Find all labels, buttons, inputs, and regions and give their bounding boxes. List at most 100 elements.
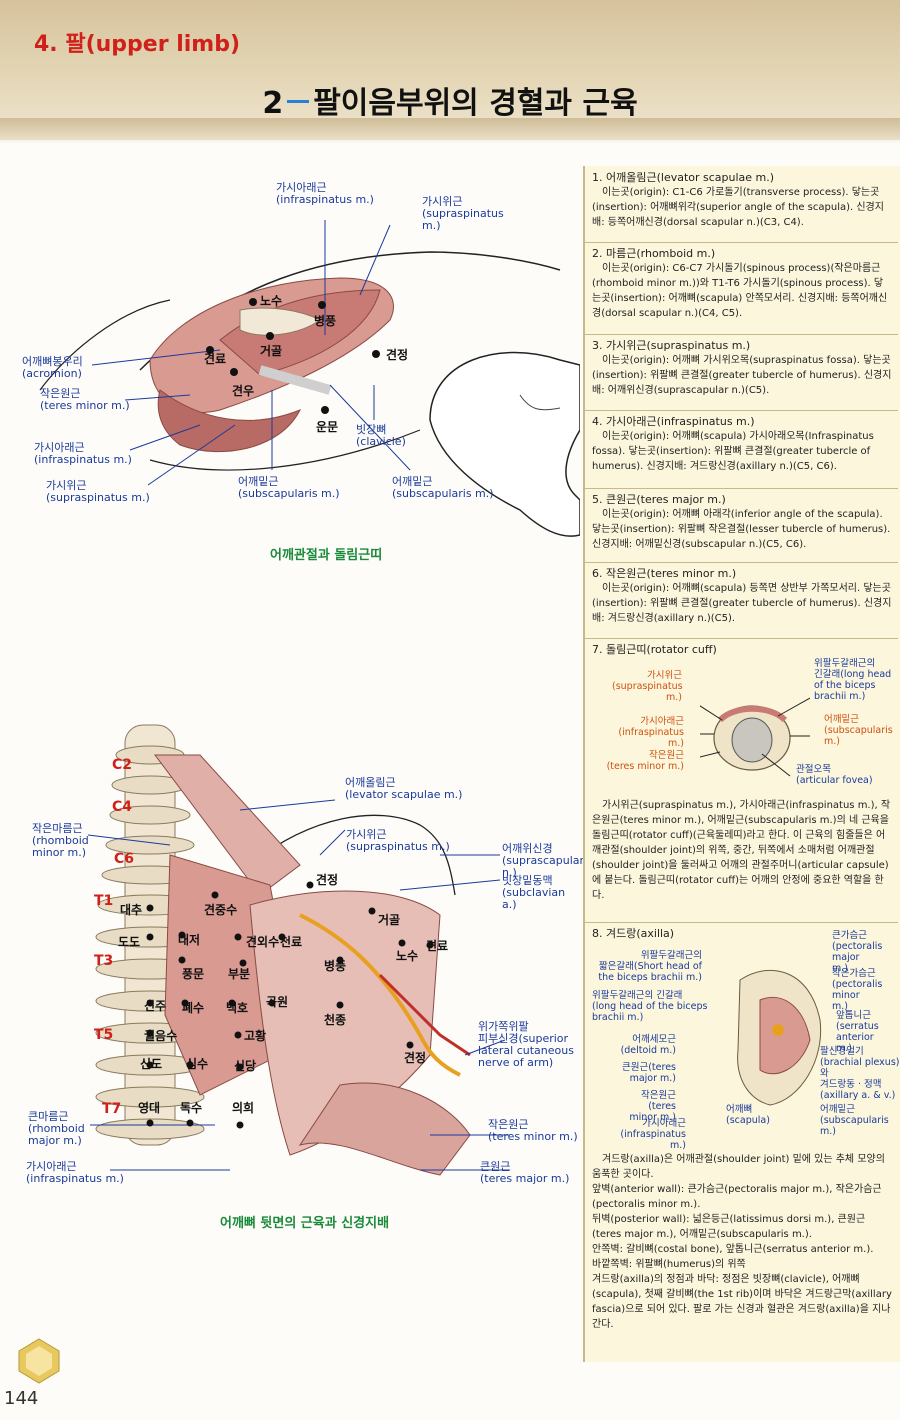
label-acromion: 어깨뼈봉우리 (acromion) (22, 355, 83, 380)
label-levator: 어깨올림근 (levator scapulae m.) (345, 776, 463, 801)
ax-label-biceps-short: 위팔두갈래근의 짧은갈래(Short head of the biceps br… (598, 950, 702, 983)
arrow-subclavian (399, 879, 501, 891)
vertebra-label-t7: T7 (102, 1101, 122, 1117)
cuff-tendon (717, 705, 788, 723)
chapter-heading: 4. 팔(upper limb) (34, 32, 241, 57)
arrow-infraspinatus-left (129, 424, 201, 451)
section-2-heading: 2. 마름근(rhomboid m.) (592, 247, 716, 260)
point-unmun (321, 406, 329, 414)
vertebra-label-c4: C4 (112, 799, 133, 815)
vertebra-label-c6: C6 (114, 851, 135, 867)
label-teres-minor: 작은원근 (teres minor m.) (488, 1118, 578, 1143)
ax-label-teres-major: 큰원근(teres major m.) (622, 1062, 676, 1084)
teres-major-shape (298, 1082, 471, 1176)
header-banner (0, 0, 900, 140)
arrow-rhomboid-minor (87, 834, 171, 846)
label-lateral-cutaneous: 위가쪽위팔 피부신경(superior lateral cutaneous ne… (478, 1020, 574, 1069)
articular-fovea-shape (731, 717, 773, 763)
label-suprascapular: 어깨위신경 (suprascapular n.) (502, 842, 585, 879)
arrow-supraspinatus (319, 829, 346, 856)
figure2-caption: 어깨뼈 뒷면의 근육과 신경지배 (220, 1216, 390, 1231)
point-label-gyeonjeong-top: 견정 (316, 873, 339, 887)
section-8-text: 겨드랑(axilla)은 어깨관절(shoulder joint) 밑에 있는 … (584, 1152, 898, 1358)
vertebra-label-t5: T5 (94, 1027, 114, 1043)
ax-label-biceps-long: 위팔두갈래근의 긴갈래 (long head of the biceps bra… (592, 990, 708, 1023)
rc-label-biceps: 위팔두갈래근의 긴갈래(long head of the biceps brac… (814, 658, 892, 702)
section-1: 1. 어깨올림근(levator scapulae m.) 이는곳(origin… (584, 170, 898, 243)
arrow-supraspinatus-top (359, 224, 391, 296)
label-infraspinatus-left: 가시아래근 (infraspinatus m.) (34, 441, 132, 466)
acromion-bone (239, 307, 321, 336)
point-byeongpung (318, 301, 326, 309)
ax-label-deltoid: 어깨세모근 (deltoid m.) (620, 1034, 676, 1056)
point-label-gyeonjeong: 견정 (386, 348, 409, 362)
label-teres-minor: 작은원근 (teres minor m.) (40, 387, 130, 412)
subclavian-artery (378, 973, 471, 1057)
point-label-gyeonoesu: 견외수 (246, 935, 280, 949)
section-5-body: 이는곳(origin): 어깨뼈 아래각(inferior angle of t… (592, 509, 891, 550)
point-gyeonryo (206, 346, 214, 354)
axillary-vessels (772, 1024, 784, 1036)
section-4: 4. 가시아래근(infraspinatus m.) 이는곳(origin): … (584, 414, 898, 489)
section-8-heading: 8. 겨드랑(axilla) (592, 927, 675, 940)
point-label-byeongpung: 병풍 (314, 314, 337, 328)
vertebra-label-c2: C2 (112, 757, 133, 773)
arrow-rc-biceps (777, 697, 810, 717)
ax-label-serratus: 앞톱니근 (serratus anterior m.) (836, 1010, 879, 1054)
point-label-gohwang: 고황 (244, 1029, 267, 1043)
label-supraspinatus-top: 가시위근 (supraspinatus m.) (422, 195, 504, 232)
scapula-illustration (87, 724, 510, 1176)
arrow-rc-supra (700, 705, 723, 721)
point-label-daechu: 대추 (120, 903, 143, 917)
ax-label-plexus: 팔신경얼기 (brachial plexus)와 겨드랑동 · 정맥 (axil… (820, 1046, 900, 1101)
point-label-geogol: 거골 (260, 344, 283, 358)
point-label-cheonryo: 천료 (280, 935, 303, 949)
header-torn-edge (0, 118, 900, 144)
point-label-gyeonjeong-low: 견정 (404, 1051, 427, 1065)
shoulder-illustration (39, 220, 580, 537)
label-clavicle: 빗장뼈 (clavicle) (356, 423, 406, 448)
title-number: 2 (262, 86, 284, 121)
section-8: 8. 겨드랑(axilla) (584, 926, 898, 1362)
figure1-caption: 어깨관절과 돌림근띠 (270, 548, 383, 563)
arrow-rc-teres (700, 751, 721, 758)
section-6: 6. 작은원근(teres minor m.) 이는곳(origin): 어깨뼈… (584, 566, 898, 639)
point-label-nosu: 노수 (396, 949, 419, 963)
point-label-pyesu: 폐수 (182, 1001, 205, 1015)
section-1-body: 이는곳(origin): C1-C6 가로돌기(transverse proce… (592, 187, 884, 228)
section-3: 3. 가시위근(supraspinatus m.) 이는곳(origin): 어… (584, 338, 898, 411)
point-label-sindo: 신도 (140, 1057, 163, 1071)
shoulder-contour (249, 814, 456, 896)
ax-label-teres-minor: 작은원근(teres minor m.) (629, 1090, 676, 1123)
section-3-body: 이는곳(origin): 어깨뼈 가시위오목(supraspinatus fos… (592, 355, 892, 396)
axilla-wall-anterior: 앞벽(anterior wall): 큰가슴근(pectoralis major… (592, 1184, 882, 1210)
section-3-heading: 3. 가시위근(supraspinatus m.) (592, 339, 751, 352)
point-label-gyeonu: 견우 (232, 384, 255, 398)
chest-contour (149, 429, 421, 471)
point-label-uihui: 의희 (232, 1101, 255, 1115)
acupoint-dots (146, 881, 434, 1129)
axilla-wall-lateral: 바깥쪽벽: 위팔뼈(humerus)의 위쪽 (592, 1259, 746, 1270)
ax-label-infra: 가시아래근 (infraspinatus m.) (620, 1118, 686, 1151)
section-6-body: 이는곳(origin): 어깨뼈(scapula) 등쪽면 상반부 가쪽모서리.… (592, 583, 892, 624)
label-supraspinatus-left: 가시위근 (supraspinatus m.) (46, 479, 150, 504)
point-label-unmun: 운문 (316, 420, 339, 434)
section-7-body-box: 가시위근(supraspinatus m.), 가시아래근(infraspina… (584, 798, 898, 923)
label-subscapularis-mid: 어깨밑근 (subscapularis m.) (238, 475, 340, 500)
rc-label-teres: 작은원근 (teres minor m.) (606, 750, 684, 772)
point-label-gogwon: 곡원 (266, 995, 289, 1009)
rotator-cuff-diagram (700, 697, 810, 777)
arrow-lateral-cutaneous (464, 1039, 506, 1056)
vertebra-label-t3: T3 (94, 953, 114, 969)
section-6-heading: 6. 작은원근(teres minor m.) (592, 567, 737, 580)
point-label-pungmun: 풍문 (182, 967, 205, 981)
ax-label-scapula: 어깨뼈 (scapula) (726, 1104, 770, 1126)
arrow-supraspinatus-left (147, 424, 236, 486)
page-ornament (18, 1338, 60, 1384)
suprascapular-nerve (299, 913, 461, 1077)
point-gyeonjeong (372, 350, 380, 358)
levator-shape (154, 754, 301, 896)
label-supraspinatus: 가시위근 (supraspinatus m.) (346, 828, 450, 853)
point-gyeonu (230, 368, 238, 376)
